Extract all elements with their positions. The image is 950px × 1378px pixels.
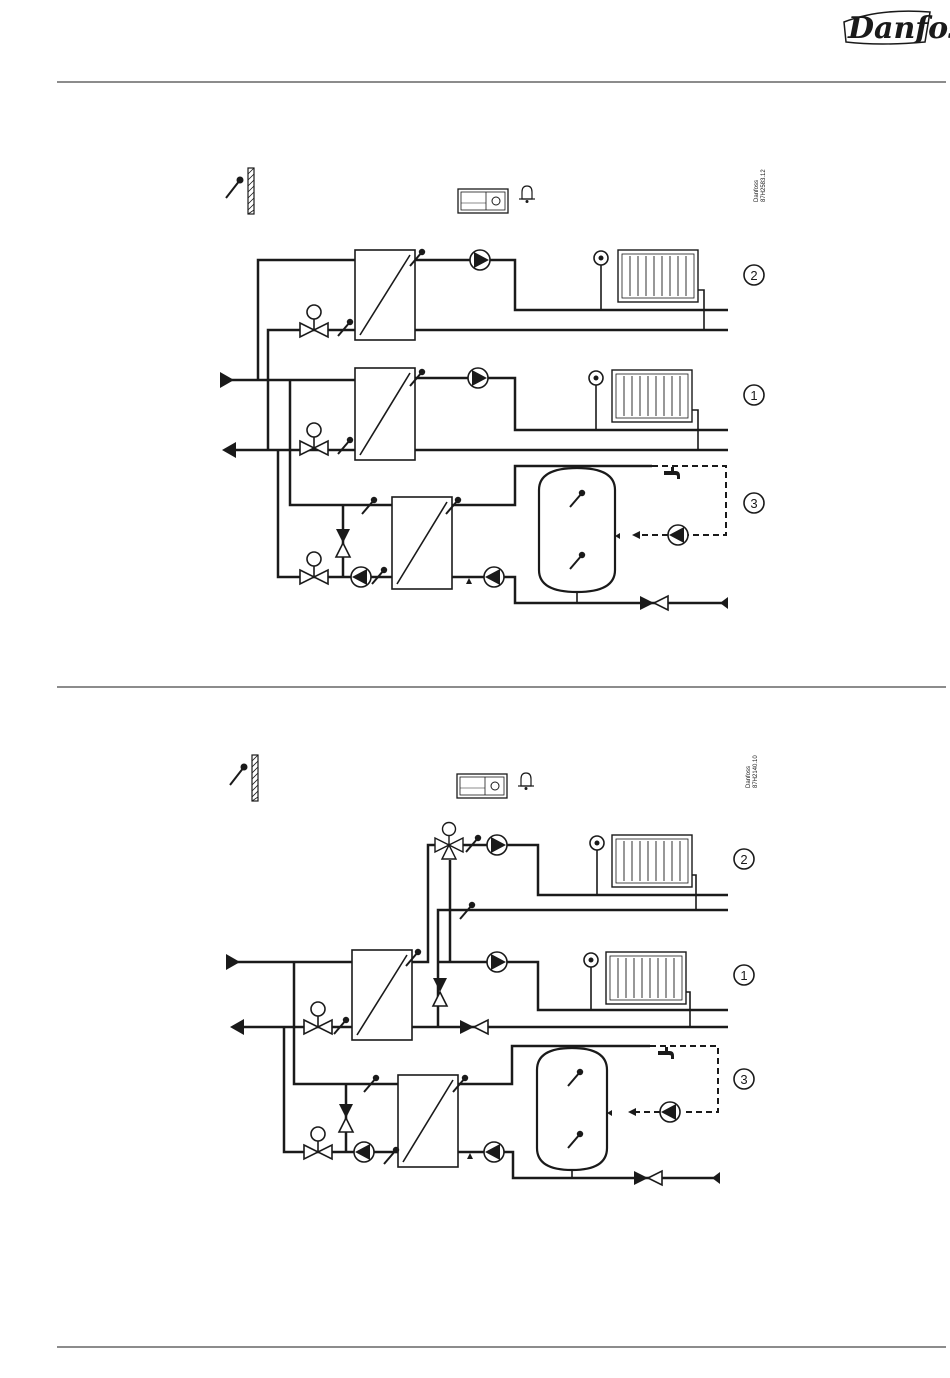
controller-icon: [457, 774, 507, 798]
check-valve-icon: [634, 1171, 662, 1185]
heat-exchanger-icon: [392, 497, 452, 589]
pump-icon: [660, 1102, 680, 1122]
pump-icon: [351, 567, 371, 587]
pump-icon: [484, 567, 504, 587]
return-outlet-arrow: [222, 442, 236, 458]
diagram-1: Danfoss 87H2583.12: [220, 168, 767, 610]
heat-exchanger-icon: [398, 1075, 458, 1167]
circuit-label-2: 2: [734, 849, 754, 869]
check-valve-icon: [339, 1104, 353, 1132]
radiator-icon: [612, 835, 692, 887]
svg-text:2: 2: [740, 852, 747, 867]
tap-icon: [664, 467, 680, 479]
check-valve-icon: [433, 978, 447, 1006]
outdoor-sensor-icon: [226, 168, 254, 214]
temperature-sensor-icon: [372, 567, 387, 584]
alarm-bell-icon: [519, 186, 535, 203]
supply-inlet-arrow: [226, 954, 240, 970]
drawing-id-1a: Danfoss: [754, 180, 760, 202]
temperature-sensor-icon: [334, 1017, 349, 1034]
svg-text:3: 3: [740, 1072, 747, 1087]
radiator-icon: [606, 952, 686, 1004]
alarm-bell-icon: [518, 773, 534, 790]
motorized-valve-icon: [300, 305, 328, 337]
pump-icon: [668, 525, 688, 545]
check-valve-icon: [336, 529, 350, 557]
circuit-label-3: 3: [744, 493, 764, 513]
tap-icon: [658, 1047, 674, 1059]
temperature-sensor-icon: [466, 835, 481, 852]
logo-text: Danfoss: [847, 11, 950, 46]
pump-icon: [487, 952, 507, 972]
drawing-id-2b: 87H2140.10: [753, 755, 759, 788]
drawing-id-2a: Danfoss: [746, 766, 752, 788]
danfoss-logo: Danfoss: [844, 11, 950, 46]
heat-exchanger-icon: [355, 250, 415, 340]
pump-icon: [468, 368, 488, 388]
pump-icon: [484, 1142, 504, 1162]
check-valve-icon: [460, 1020, 488, 1034]
controller-icon: [458, 189, 508, 213]
pump-icon: [487, 835, 507, 855]
cold-water-inlet-arrow: [712, 1172, 720, 1184]
pump-icon: [354, 1142, 374, 1162]
temperature-sensor-icon: [338, 319, 353, 336]
motorized-valve-icon: [304, 1127, 332, 1159]
heat-exchanger-icon: [352, 950, 412, 1040]
supply-inlet-arrow: [220, 372, 234, 388]
three-way-valve-icon: [435, 823, 463, 860]
drawing-id-1b: 87H2583.12: [761, 169, 767, 202]
diagram-2: Danfoss 87H2140.10: [226, 755, 759, 1185]
temperature-sensor-icon: [338, 437, 353, 454]
motorized-valve-icon: [300, 552, 328, 584]
outdoor-sensor-icon: [230, 755, 258, 801]
hot-water-tank-icon: [537, 1048, 612, 1170]
svg-text:1: 1: [740, 968, 747, 983]
circuit-label-1: 1: [734, 965, 754, 985]
circuit-label-1: 1: [744, 385, 764, 405]
circuit-label-3: 3: [734, 1069, 754, 1089]
temperature-sensor-icon: [384, 1147, 399, 1164]
svg-text:2: 2: [750, 268, 757, 283]
svg-text:1: 1: [750, 388, 757, 403]
return-outlet-arrow: [230, 1019, 244, 1035]
check-valve-icon: [640, 596, 668, 610]
circuit-label-2: 2: [744, 265, 764, 285]
svg-text:3: 3: [750, 496, 757, 511]
pump-icon: [470, 250, 490, 270]
hot-water-tank-icon: [539, 466, 620, 592]
heat-exchanger-icon: [355, 368, 415, 460]
radiator-icon: [612, 370, 692, 422]
radiator-icon: [618, 250, 698, 302]
motorized-valve-icon: [304, 1002, 332, 1034]
cold-water-inlet-arrow: [720, 597, 728, 609]
